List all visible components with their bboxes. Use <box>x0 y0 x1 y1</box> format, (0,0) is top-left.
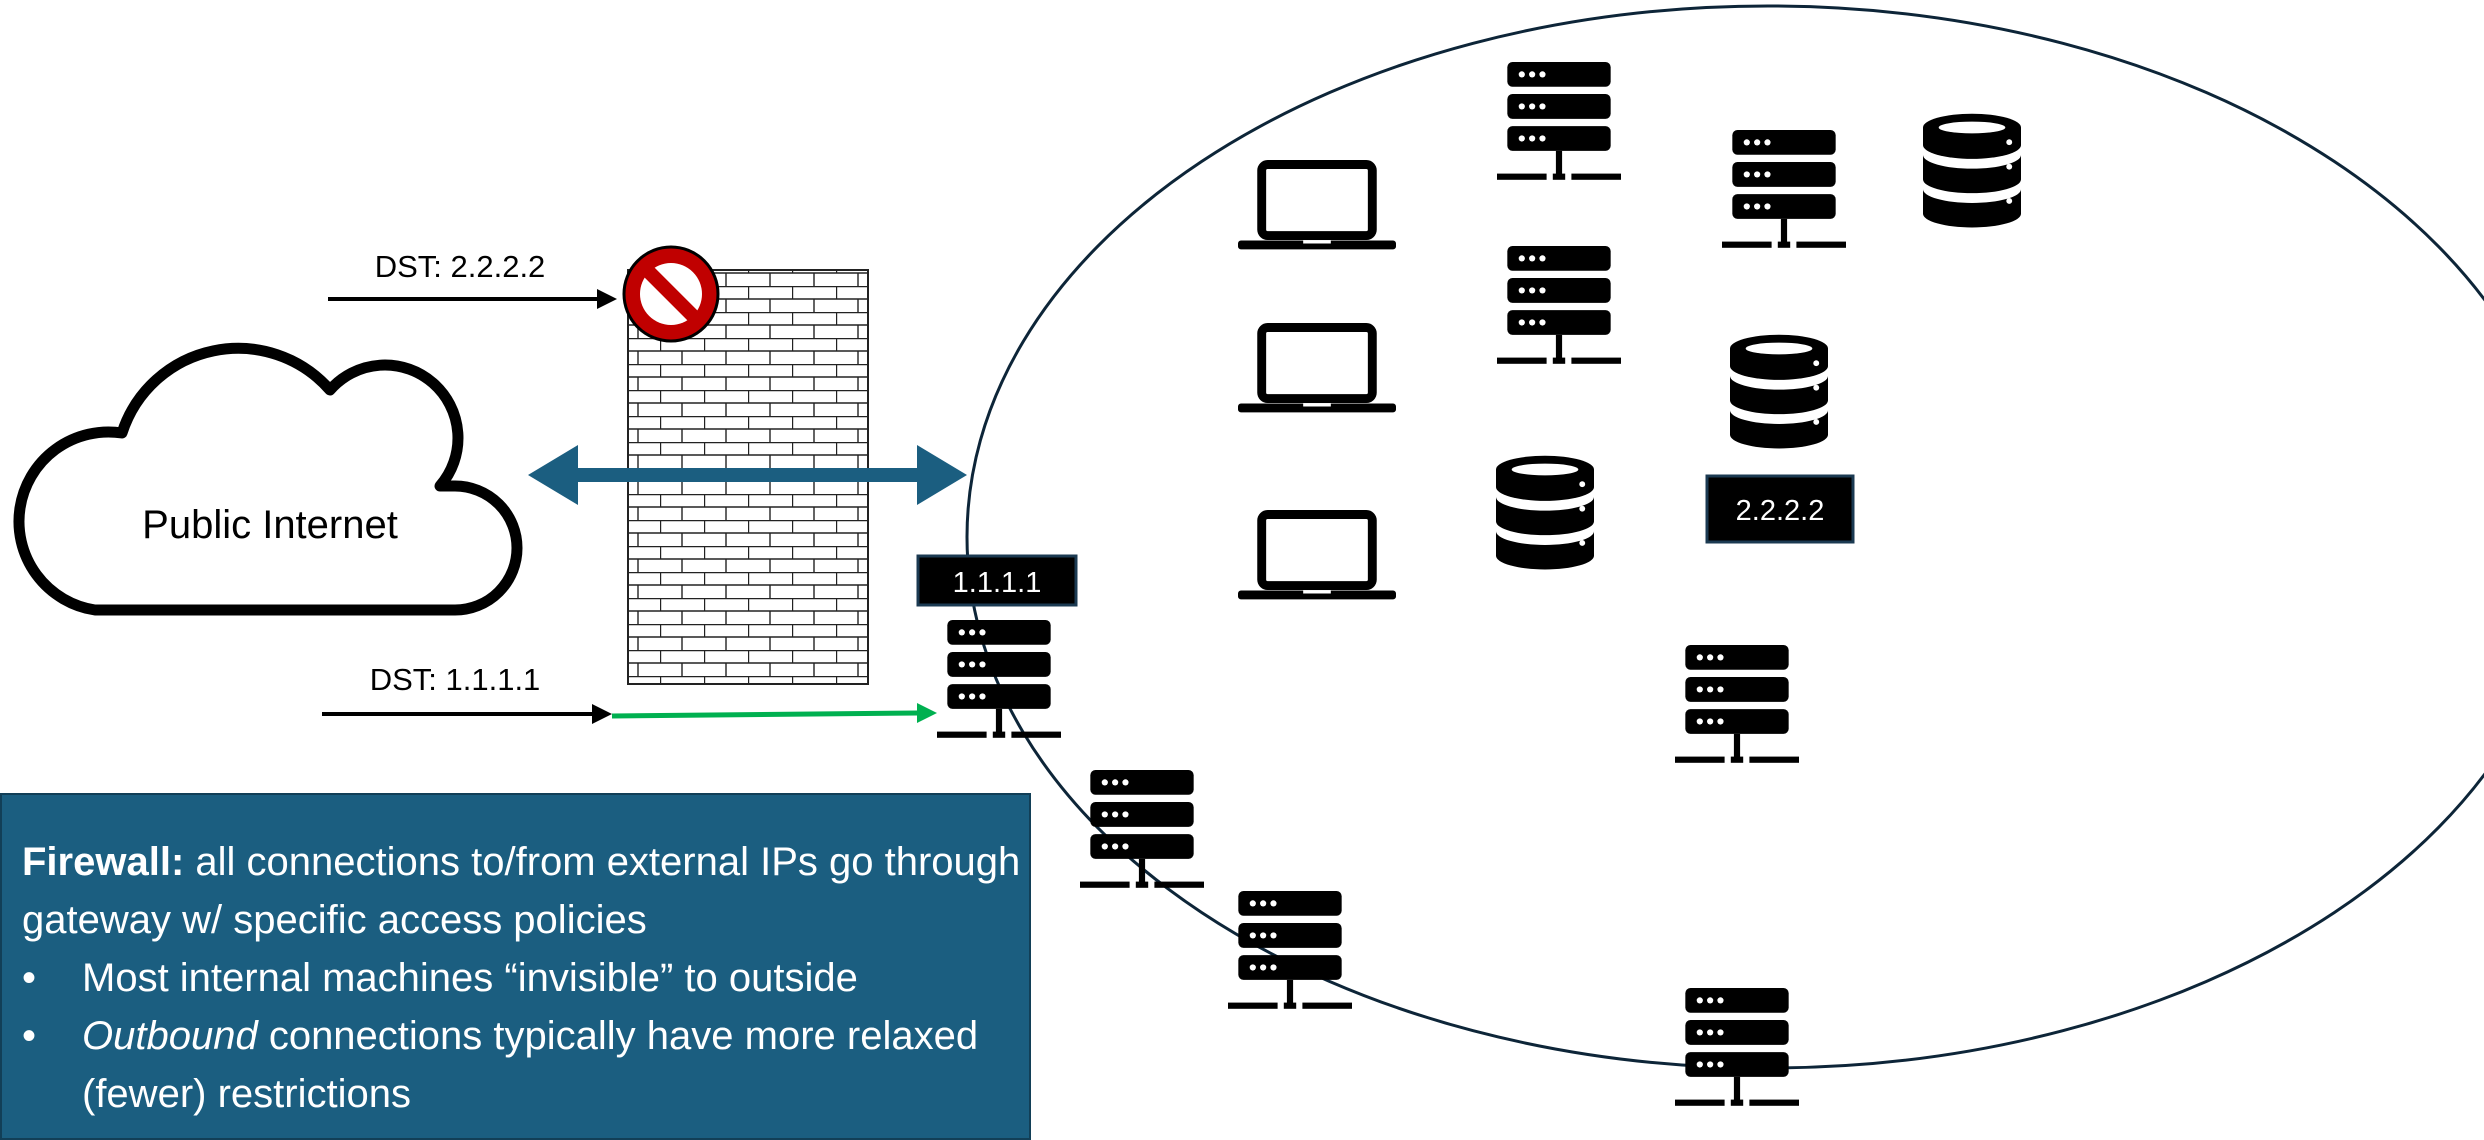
server-icon <box>1675 988 1799 1106</box>
bidirectional-arrow <box>528 445 967 505</box>
info-bullet: Most internal machines “invisible” to ou… <box>22 949 1029 1007</box>
internal-ip-label: 2.2.2.2 <box>1736 495 1825 527</box>
allowed-arrow-green <box>611 710 919 719</box>
laptop-icon <box>1238 328 1396 413</box>
info-bullet-text: connections typically have more relaxed … <box>82 1014 979 1116</box>
allowed-arrow-label: DST: 1.1.1.1 <box>370 662 541 697</box>
cloud-icon <box>13 342 523 616</box>
server-icon <box>1228 891 1352 1009</box>
server-icon <box>937 620 1061 738</box>
internal-ip-badge: 2.2.2.2 <box>1705 474 1855 544</box>
laptop-icon <box>1238 515 1396 600</box>
firewall-info-box: Firewall: all connections to/from extern… <box>0 793 1031 1140</box>
server-icon <box>1675 645 1799 763</box>
info-bullet-text: Most internal machines “invisible” to ou… <box>82 956 858 1000</box>
info-title: Firewall: <box>22 840 185 884</box>
server-icon <box>1722 130 1846 248</box>
info-bullet: Outbound connections typically have more… <box>22 1007 1029 1123</box>
allowed-connection: DST: 1.1.1.1 <box>322 662 937 724</box>
no-entry-icon <box>622 245 720 343</box>
gateway-ip-label: 1.1.1.1 <box>953 567 1042 599</box>
info-intro: Firewall: all connections to/from extern… <box>22 833 1029 949</box>
public-internet-cloud: Public Internet <box>13 342 523 616</box>
blocked-arrow-label: DST: 2.2.2.2 <box>375 249 546 284</box>
info-intro-text: all connections to/from external IPs go … <box>22 840 1021 942</box>
info-bullet-emphasis: Outbound <box>82 1014 258 1058</box>
blocked-connection: DST: 2.2.2.2 <box>328 245 720 343</box>
info-bullet-list: Most internal machines “invisible” to ou… <box>22 949 1029 1123</box>
database-icon <box>1730 334 1828 449</box>
database-icon <box>1496 455 1594 570</box>
cloud-label: Public Internet <box>142 503 398 547</box>
server-icon <box>1497 246 1621 364</box>
laptop-icon <box>1238 165 1396 250</box>
server-icon <box>1497 62 1621 180</box>
database-icon <box>1923 113 2021 228</box>
gateway-ip-badge: 1.1.1.1 <box>916 554 1078 607</box>
